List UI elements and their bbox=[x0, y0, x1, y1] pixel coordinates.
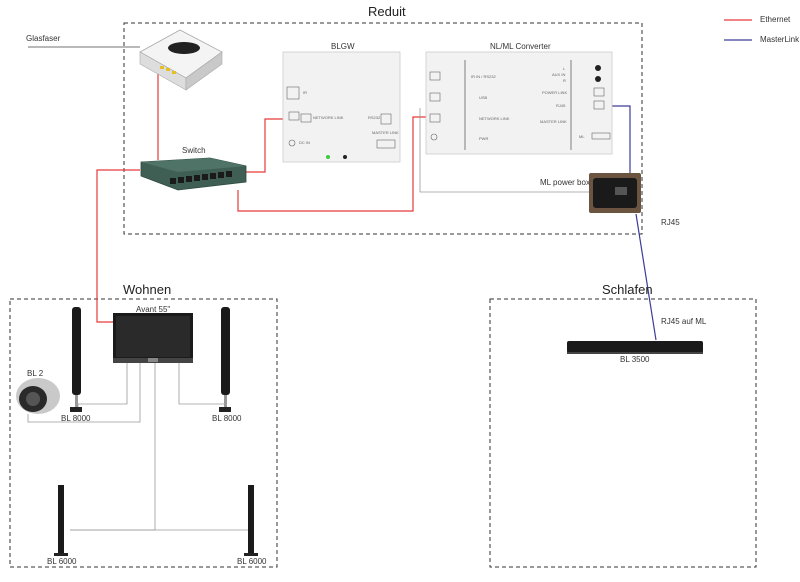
ml-power-box-device bbox=[589, 173, 641, 213]
room-reduit-title: Reduit bbox=[368, 4, 406, 19]
bl6000-right-device bbox=[244, 485, 258, 556]
rj45-label: RJ45 bbox=[661, 218, 680, 227]
converter-right-masterlink: MASTER LINK bbox=[540, 119, 567, 124]
glasfaser-label: Glasfaser bbox=[26, 34, 61, 43]
converter-right-r: R bbox=[563, 78, 566, 83]
converter-right-powerlink: POWER LINK bbox=[542, 90, 568, 95]
blgw-label: BLGW bbox=[331, 42, 355, 51]
bl2-label: BL 2 bbox=[27, 369, 44, 378]
rj45-auf-ml-label: RJ45 auf ML bbox=[661, 317, 707, 326]
bl3500-device bbox=[567, 341, 703, 354]
router-device bbox=[139, 29, 223, 91]
blgw-port-ir: IR bbox=[303, 90, 307, 95]
switch-device bbox=[140, 157, 247, 191]
bl8000-right-label: BL 8000 bbox=[212, 414, 242, 423]
masterlink-cables bbox=[611, 105, 657, 341]
room-schlafen-title: Schlafen bbox=[602, 282, 653, 297]
converter-left-pwr: PWR bbox=[479, 136, 489, 141]
converter-right-rj45: RJ45 bbox=[556, 103, 566, 108]
bl8000-right-device bbox=[219, 307, 231, 412]
converter-right-ml: ML bbox=[579, 134, 585, 139]
avant-label: Avant 55" bbox=[136, 305, 171, 314]
bl3500-label: BL 3500 bbox=[620, 355, 650, 364]
bl2-device bbox=[16, 378, 60, 414]
converter-right-auxin: AUX IN bbox=[552, 72, 566, 77]
converter-panel bbox=[425, 51, 613, 155]
bl6000-right-label: BL 6000 bbox=[237, 557, 267, 566]
room-wohnen-border bbox=[9, 298, 278, 568]
tv-avant-device bbox=[113, 313, 193, 363]
room-schlafen-border bbox=[489, 298, 757, 568]
room-wohnen-title: Wohnen bbox=[123, 282, 172, 297]
switch-label: Switch bbox=[182, 146, 206, 155]
ethernet-cables bbox=[96, 72, 428, 323]
converter-right-l: L bbox=[563, 66, 566, 71]
bl8000-left-device bbox=[70, 307, 82, 412]
room-reduit-border bbox=[123, 22, 643, 235]
blgw-port-rs232: RS232 bbox=[368, 115, 381, 120]
converter-left-ir: IR IN / RS232 bbox=[471, 74, 496, 79]
ml-power-box-label: ML power box bbox=[540, 178, 590, 187]
legend-ethernet-label: Ethernet bbox=[760, 15, 791, 24]
bl6000-left-label: BL 6000 bbox=[47, 557, 77, 566]
converter-left-network: NETWORK LINK bbox=[479, 116, 510, 121]
blgw-port-network: NETWORK LINK bbox=[313, 115, 344, 120]
gray-cables bbox=[27, 108, 590, 531]
blgw-port-masterlink: MASTER LINK bbox=[372, 130, 399, 135]
blgw-port-dcin: DC IN bbox=[299, 140, 310, 145]
converter-label: NL/ML Converter bbox=[490, 42, 551, 51]
bl8000-left-label: BL 8000 bbox=[61, 414, 91, 423]
blgw-panel bbox=[282, 51, 401, 163]
legend-masterlink-label: MasterLink bbox=[760, 35, 800, 44]
bl6000-left-device bbox=[54, 485, 68, 556]
converter-left-usb: USB bbox=[479, 95, 488, 100]
